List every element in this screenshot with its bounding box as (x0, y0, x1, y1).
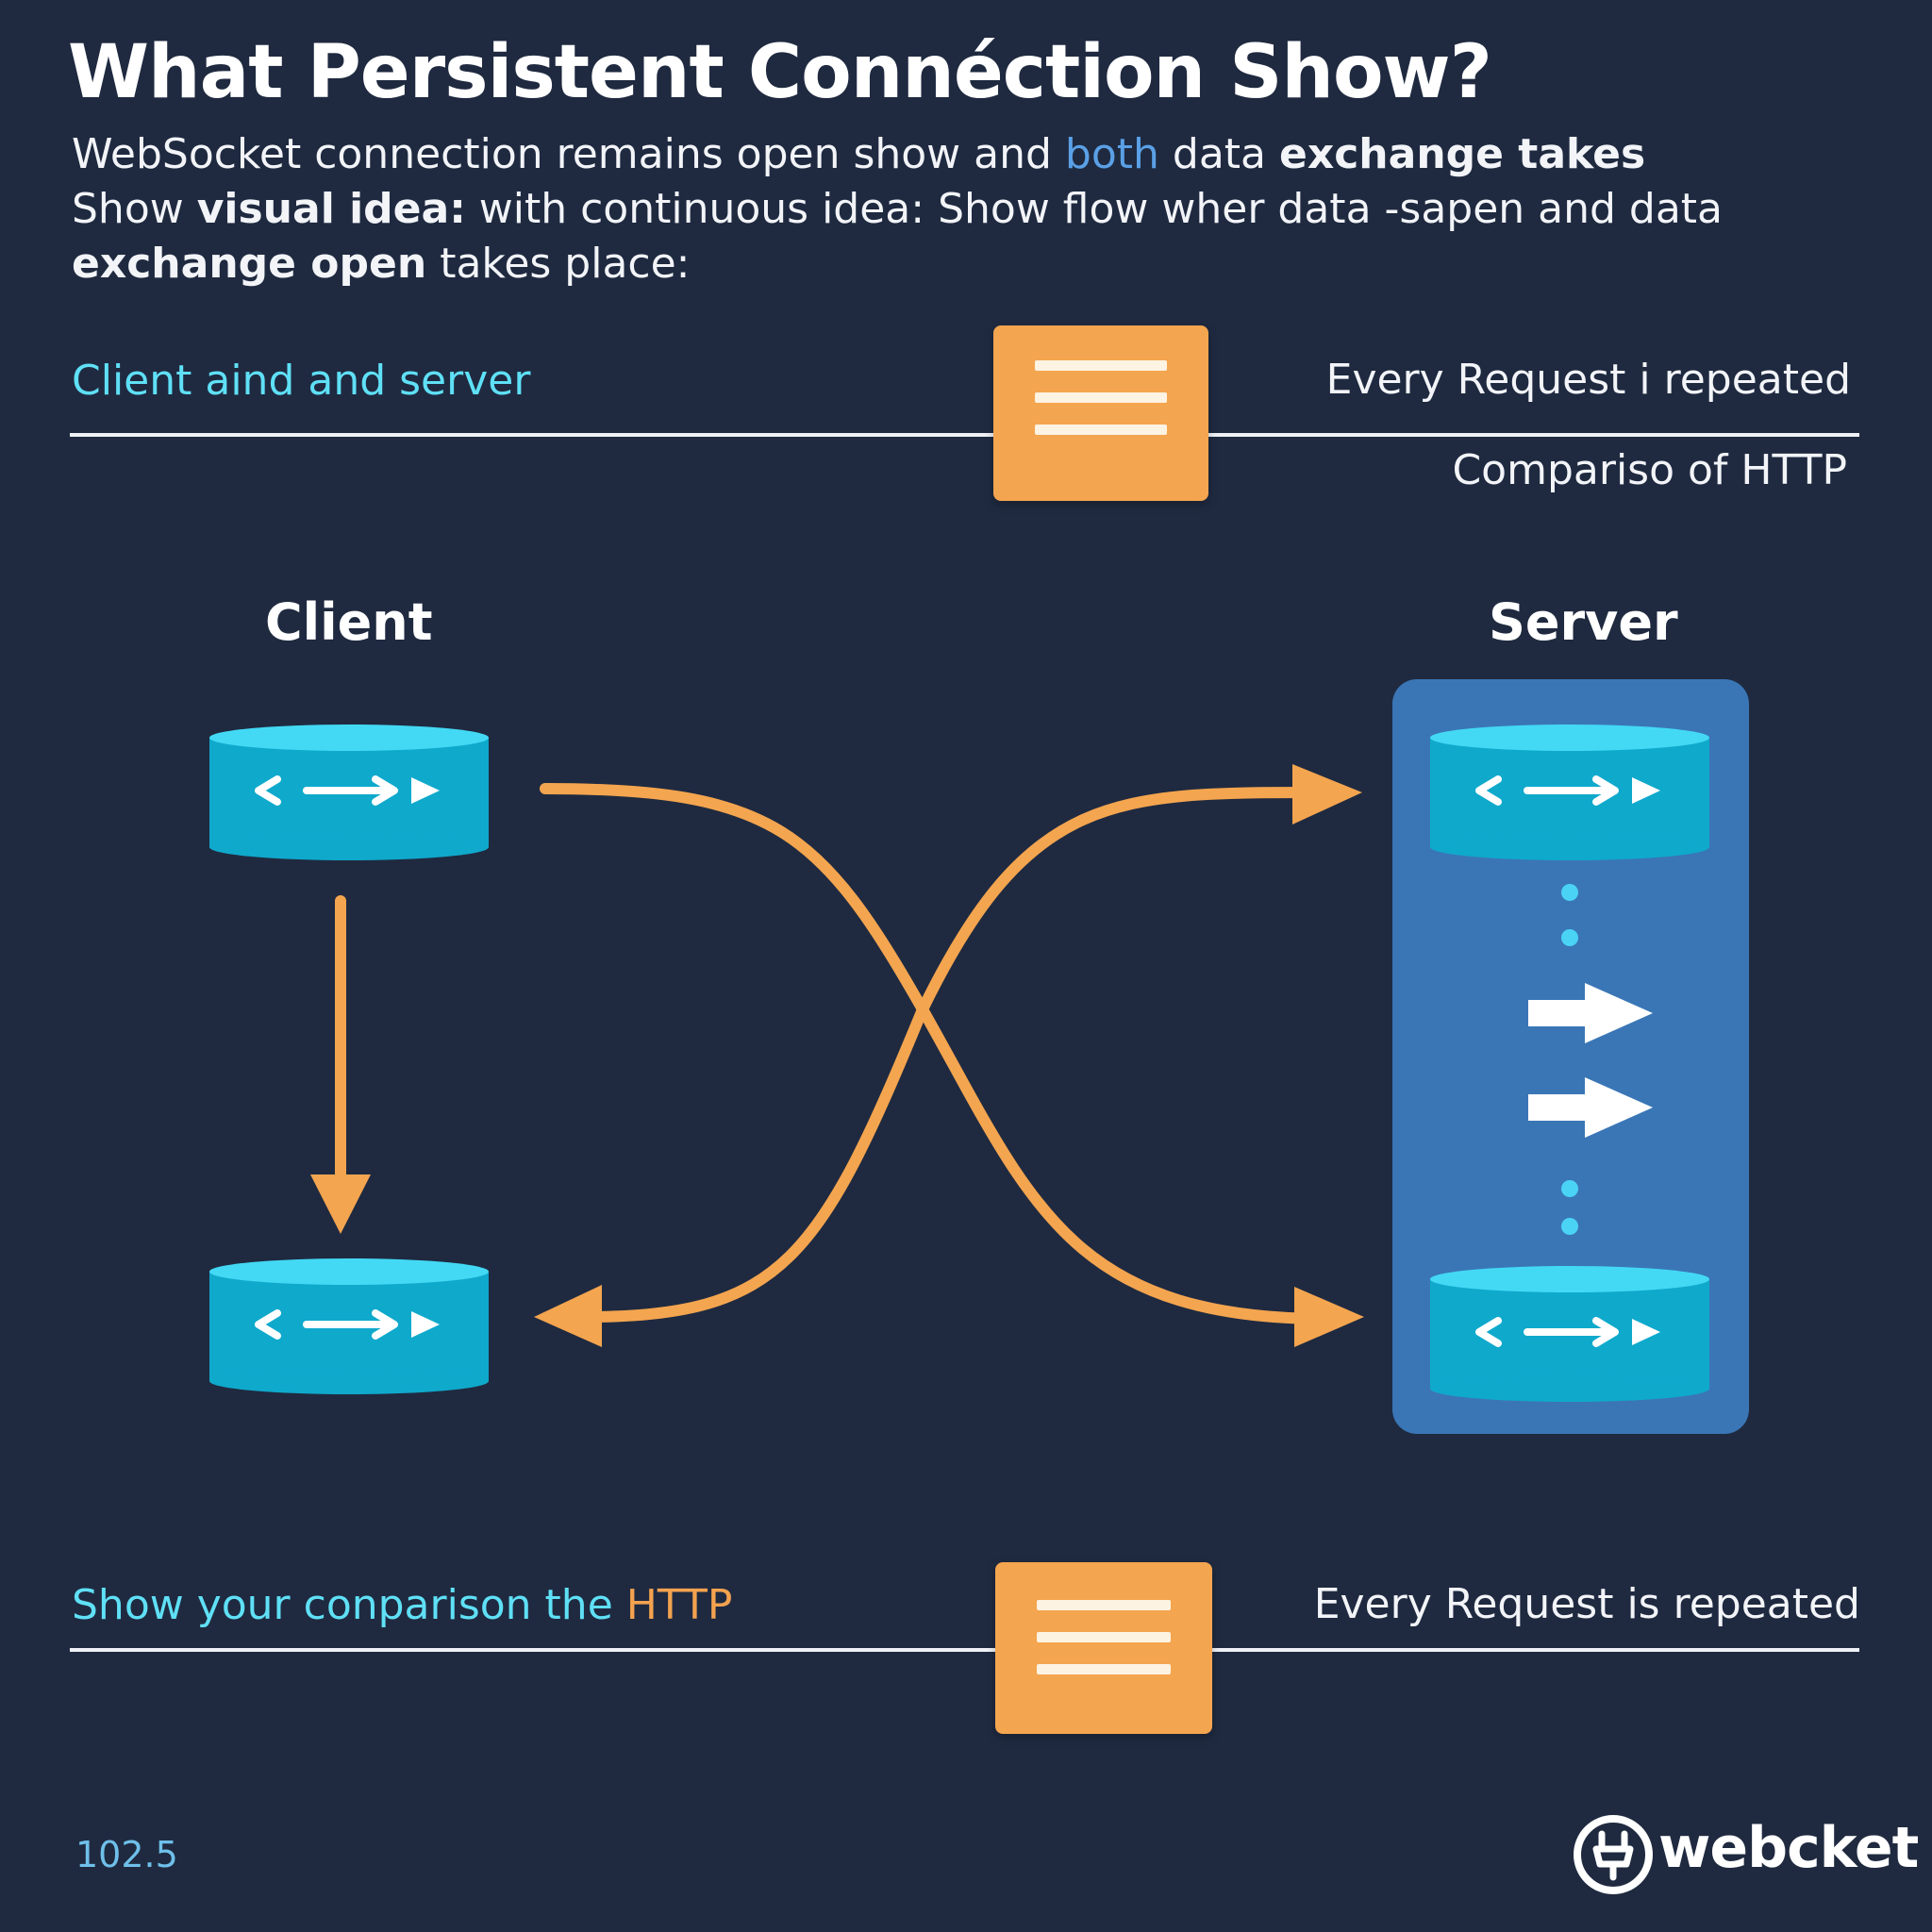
page-title: What Persistent Connéction Show? (68, 30, 1492, 115)
server-right-arrow-1 (1528, 983, 1653, 1043)
client-node-top (209, 724, 489, 860)
server-dots-top (1561, 884, 1578, 946)
server-label: Server (1489, 592, 1678, 652)
crossing-flow-arrows (540, 783, 1326, 1324)
brand-name: webcket (1658, 1815, 1919, 1881)
top-band-document-icon (993, 325, 1208, 501)
arrowhead-to-server-top (1292, 764, 1362, 824)
server-node-bottom (1430, 1266, 1709, 1402)
server-dots-bottom (1561, 1180, 1578, 1235)
top-band-right-sublabel: Compariso of HTTP (1452, 446, 1847, 494)
top-band-right-label: Every Request i repeated (1325, 356, 1851, 404)
client-label: Client (265, 592, 433, 652)
arrowhead-to-client-bottom (534, 1285, 602, 1347)
brand-logo: webcket (1658, 1815, 1919, 1881)
intro-line-2: Show visual idea: with continuous idea: … (72, 185, 1724, 233)
client-node-bottom (209, 1258, 489, 1394)
bottom-band-document-icon (995, 1562, 1212, 1734)
websocket-logo-icon (1574, 1815, 1653, 1894)
server-right-arrow-2 (1528, 1077, 1653, 1138)
intro-line-1: WebSocket connection remains open show a… (72, 130, 1646, 178)
intro-line-3: exchange open takes place: (72, 240, 691, 288)
bottom-band-divider (70, 1648, 1859, 1652)
bottom-band-right-label: Every Request is repeated (1313, 1580, 1860, 1628)
arrowhead-to-server-bottom (1294, 1287, 1364, 1347)
footer-number: 102.5 (75, 1834, 178, 1875)
intro-paragraph: WebSocket connection remains open show a… (72, 127, 1864, 291)
bottom-band-left-label: Show your conparison the HTTP (72, 1581, 733, 1629)
top-band-left-label: Client aind and server (72, 357, 531, 405)
client-down-arrow (310, 895, 371, 1234)
top-band-divider (70, 433, 1859, 437)
server-node-top (1430, 724, 1709, 860)
